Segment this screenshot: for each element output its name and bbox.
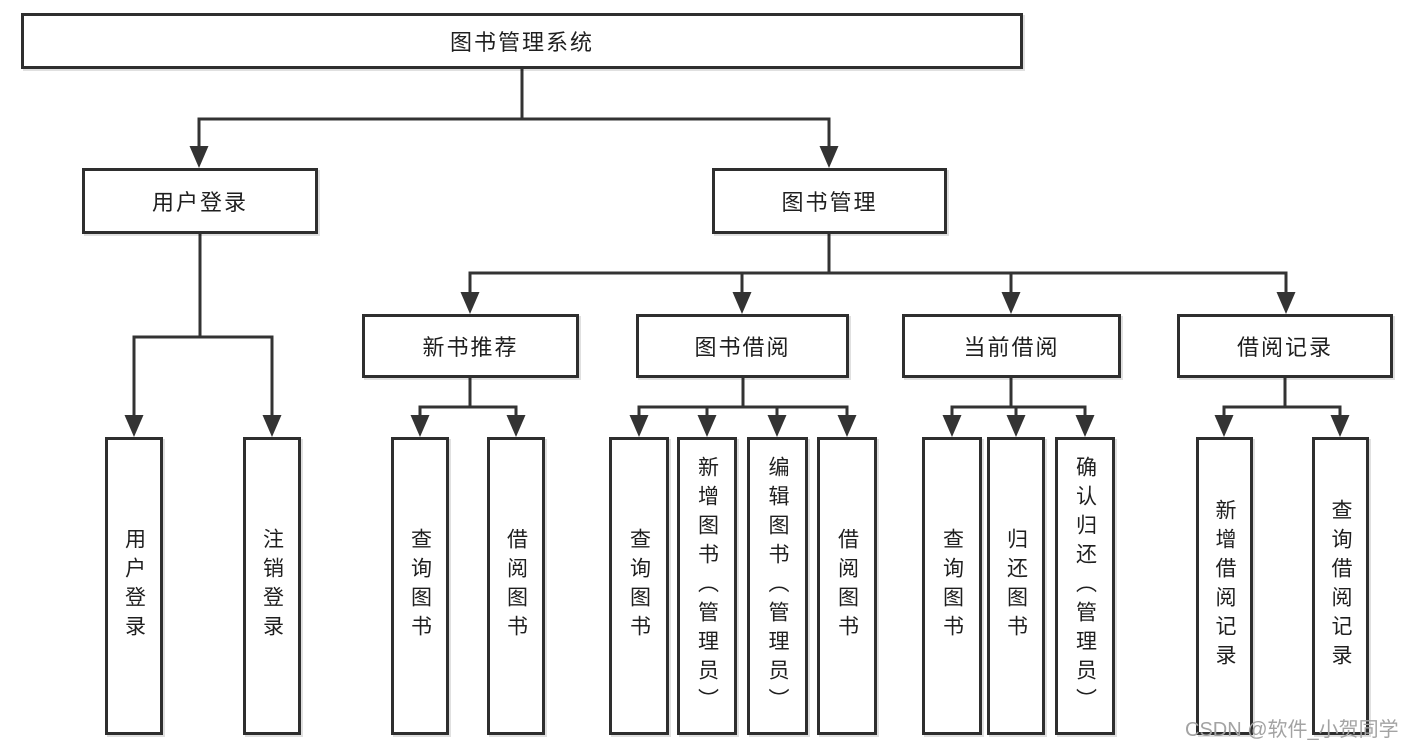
edge-bookborrow-to-leaves [637,376,849,421]
leaf-add-borrow-record-label: 新增借阅记录 [1213,499,1236,673]
leaf-edit-books-admin-label: 编辑图书（管理员） [766,455,789,717]
leaf-return-books: 归还图书 [987,437,1045,735]
leaf-query-books-current-label: 查询图书 [940,528,964,644]
leaf-logout: 注销登录 [243,437,301,735]
leaf-query-books-recommend-label: 查询图书 [408,528,432,644]
node-borrow-records: 借阅记录 [1177,314,1393,378]
node-book-management-label: 图书管理 [781,190,878,215]
node-book-borrow-label: 图书借阅 [694,335,791,360]
leaf-query-borrow-record-label: 查询借阅记录 [1329,499,1352,673]
leaf-query-borrow-record: 查询借阅记录 [1312,437,1369,735]
node-user-login: 用户登录 [82,168,318,234]
leaf-edit-books-admin: 编辑图书（管理员） [747,437,808,735]
node-user-login-label: 用户登录 [151,190,248,215]
leaf-user-login: 用户登录 [105,437,163,735]
node-new-book-recommend-label: 新书推荐 [422,335,519,360]
leaf-borrow-books-recommend: 借阅图书 [487,437,545,735]
leaf-add-borrow-record: 新增借阅记录 [1196,437,1253,735]
node-book-borrow: 图书借阅 [636,314,849,378]
leaf-query-books-borrow: 查询图书 [609,437,669,735]
edge-borrowrecords-to-leaves [1222,376,1342,421]
edge-newbook-to-leaves [418,376,518,421]
leaf-add-books-admin-label: 新增图书（管理员） [695,455,719,717]
leaf-user-login-label: 用户登录 [122,528,146,644]
leaf-borrow-books-recommend-label: 借阅图书 [504,528,528,644]
node-current-borrow-label: 当前借阅 [963,335,1060,360]
leaf-confirm-return-admin-label: 确认归还（管理员） [1073,455,1097,717]
node-current-borrow: 当前借阅 [902,314,1121,378]
edge-currentborrow-to-leaves [950,376,1087,421]
edge-bookmgmt-to-level3 [468,230,1288,299]
node-library-system-label: 图书管理系统 [449,30,594,55]
watermark: CSDN @软件_小贺同学 [1185,719,1399,741]
node-new-book-recommend: 新书推荐 [362,314,579,378]
leaf-borrow-books: 借阅图书 [817,437,877,735]
leaf-confirm-return-admin: 确认归还（管理员） [1055,437,1115,735]
node-book-management: 图书管理 [712,168,947,234]
edge-root-to-level2 [197,68,831,152]
leaf-borrow-books-label: 借阅图书 [835,528,859,644]
leaf-return-books-label: 归还图书 [1004,528,1028,644]
leaf-query-books-current: 查询图书 [922,437,982,735]
edge-userlogin-to-leaves [132,232,274,421]
node-borrow-records-label: 借阅记录 [1236,335,1333,360]
leaf-add-books-admin: 新增图书（管理员） [677,437,737,735]
leaf-query-books-recommend: 查询图书 [391,437,449,735]
node-library-system: 图书管理系统 [21,13,1023,69]
leaf-query-books-borrow-label: 查询图书 [627,528,651,644]
leaf-logout-label: 注销登录 [260,528,284,644]
